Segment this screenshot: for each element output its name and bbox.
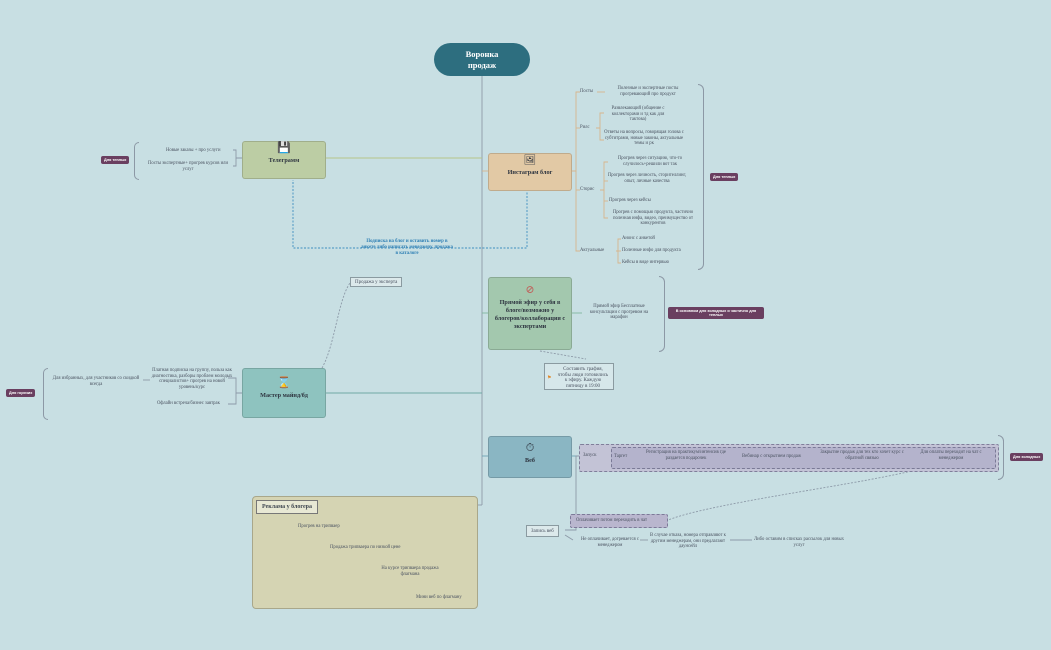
insta-stories-item-4: Прогрев с помощью продукта, частично пол… — [612, 210, 694, 227]
web-bracket — [998, 435, 1004, 480]
web-step-3: Вебинар с открытием продаж — [742, 454, 802, 459]
web-funnel-inner — [611, 447, 996, 469]
master-title: Мастер майнд/бд — [260, 392, 308, 399]
root-node[interactable]: Воронка продаж — [434, 43, 530, 76]
no-entry-sign-icon: ⊘ — [525, 284, 535, 296]
promo-step-2: Продажа трипваера по низкой цене — [330, 545, 401, 550]
hourglass-icon: ⌛ — [277, 377, 291, 389]
promo-step-1: Прогрев на трипваер — [298, 524, 340, 529]
insta-reels-item-1: Развлекающий (общение с коллекторами и т… — [611, 106, 665, 123]
insta-stories-item-1: Прогрев через ситуацию, что-то случилось… — [617, 156, 683, 167]
telegram-item-1: Новые заказы + про услуги — [166, 148, 221, 153]
stopwatch-icon: ⏱ — [525, 442, 535, 454]
instagram-bracket — [698, 84, 704, 270]
live-title: Прямой эфир у себя в блоге/возможно у бл… — [494, 299, 566, 330]
insta-highlights-item-3: Кейсы в виде интервью — [622, 260, 670, 265]
chat-box[interactable] — [570, 514, 668, 528]
master-bracket — [43, 368, 48, 420]
root-title: Воронка продаж — [465, 48, 499, 70]
promo-step-3: На курсе трипваера продажа флагмана — [381, 566, 439, 577]
web-tag[interactable]: Для холодных — [1010, 453, 1044, 461]
insta-label-reels: Рилс — [580, 125, 590, 130]
subscription-note: Подписка на блог и оставить номер в анке… — [361, 239, 453, 256]
telegram-tag[interactable]: Для теплых — [101, 156, 130, 164]
instagram-node[interactable]: 🖼 Инстаграм блог — [488, 153, 572, 191]
profile-card-icon: 🖼 — [523, 155, 537, 166]
insta-label-stories: Сторис — [580, 187, 595, 192]
telegram-bracket — [134, 142, 139, 180]
web-refusal: В случае отказа, номера отправляют к дру… — [650, 533, 726, 550]
web-database: Либо оставим в списках рассылок для новы… — [753, 537, 845, 548]
instagram-title: Инстаграм блог — [507, 169, 553, 176]
schedule-box[interactable]: Составить графия, чтобы люди готовились … — [544, 363, 614, 390]
insta-reels-item-2: Ответы на вопросы, говорящая голова с су… — [604, 130, 684, 147]
master-item-2: Офлайн встреча/бизнес завтрак — [157, 401, 220, 406]
web-step-4: Закрытие продаж для тех кто хочет курс с… — [820, 450, 904, 461]
master-item-1: Платная подписка на группу, польза как д… — [151, 368, 233, 390]
insta-highlights-item-2: Полезные инфо для продукта — [622, 248, 681, 253]
insta-label-posts: Посты — [580, 89, 594, 94]
insta-posts-item-1: Полезные и экспертные посты прогревающий… — [617, 86, 679, 97]
expert-sale-box[interactable]: Продажа у эксперта — [350, 277, 403, 287]
master-tag[interactable]: Для горячих — [6, 389, 36, 397]
web-record-text: Запись веб — [531, 529, 554, 534]
web-step-1: Таргет — [614, 454, 628, 459]
insta-highlights-item-1: Анонс с анкетой — [622, 236, 655, 241]
master-left-item: Для избранных, для участников со скидкой… — [52, 376, 140, 387]
live-bracket — [659, 276, 665, 352]
floppy-disk-icon: 💾 — [277, 142, 291, 154]
web-step-5: Для оплаты переходит на чат с менеджером — [920, 450, 982, 461]
master-node[interactable]: ⌛ Мастер майнд/бд — [242, 368, 326, 418]
schedule-text: Составить графия, чтобы люди готовились … — [557, 367, 609, 389]
web-title: Веб — [525, 457, 535, 464]
live-tag[interactable]: В основном для холодных и частично для т… — [668, 307, 764, 319]
flag-icon: ⚑ — [547, 376, 552, 381]
web-node[interactable]: ⏱ Веб — [488, 436, 572, 478]
web-launch: Запуск — [583, 453, 597, 458]
telegram-node[interactable]: 💾 Телеграмм — [242, 141, 326, 179]
telegram-item-2: Посты экспертные+ прогрев курсов или усл… — [147, 161, 228, 172]
expert-sale-text: Продажа у эксперта — [355, 280, 398, 285]
live-node[interactable]: ⊘ Прямой эфир у себя в блоге/возможно у … — [488, 277, 572, 350]
promo-panel — [252, 496, 478, 609]
telegram-title: Телеграмм — [268, 157, 300, 164]
web-unpaid-text: Не оплачивает, догревается с менеджером — [581, 537, 639, 548]
web-record-box[interactable]: Запись веб — [526, 525, 559, 537]
insta-stories-item-2: Прогрев через личность, сторителлинг, оп… — [607, 173, 687, 184]
promo-step-4: Мини веб по флагману — [416, 595, 462, 600]
instagram-tag[interactable]: Для теплых — [710, 173, 739, 181]
insta-label-highlights: Актуальные — [580, 248, 605, 253]
web-chat: Оплачивает потом переходить в чат — [576, 518, 648, 523]
web-step-2: Регистрация на практикум/интенсив где ра… — [645, 450, 727, 461]
promo-title[interactable]: Реклама у блогера — [256, 500, 318, 514]
insta-stories-item-3: Прогрев через кейсы — [609, 198, 651, 203]
live-item: Прямой эфир Бесплатные консультации с пр… — [589, 304, 649, 321]
